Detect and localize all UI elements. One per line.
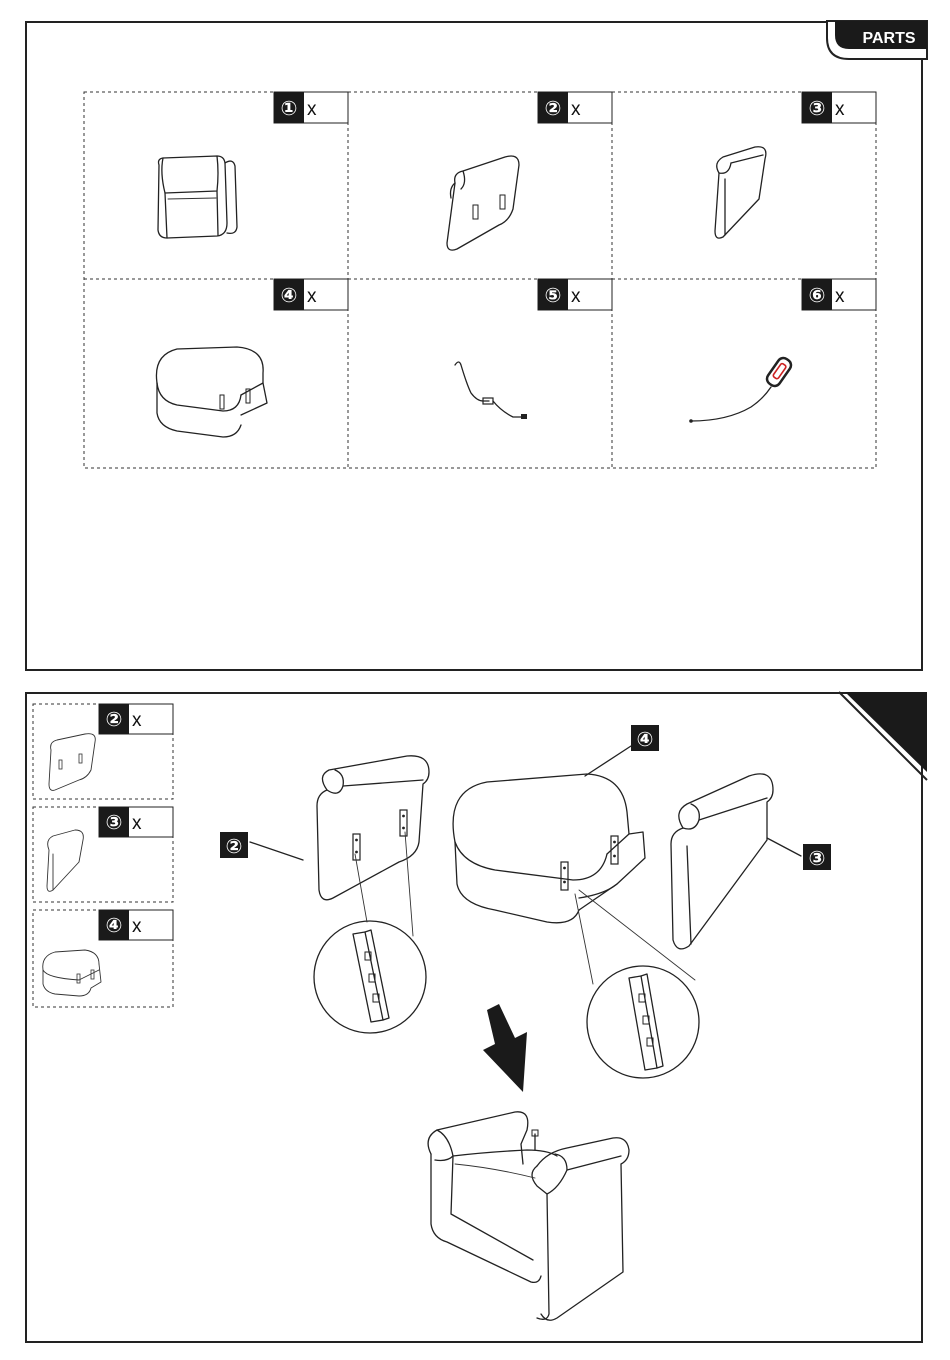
part-qty-6: x bbox=[835, 286, 845, 307]
callout-armrest: ③ bbox=[767, 838, 831, 870]
callout-backrest-number: ② bbox=[226, 836, 243, 858]
side-part-qty-2: x bbox=[132, 710, 142, 731]
parts-panel: PARTS ① x ② x ③ x bbox=[25, 21, 923, 671]
part-number-4: ④ bbox=[281, 285, 298, 307]
parts-grid bbox=[84, 92, 876, 468]
parts-drawing: PARTS ① x ② x ③ x bbox=[27, 23, 925, 673]
callout-armrest-number: ③ bbox=[809, 848, 826, 870]
side-part-number-4: ④ bbox=[106, 915, 123, 937]
assembled-chair-icon bbox=[428, 1112, 629, 1320]
part-label-6: ⑥ x bbox=[802, 279, 876, 310]
bracket-detail-right bbox=[575, 890, 699, 1078]
side-part-number-3: ③ bbox=[106, 812, 123, 834]
backrest-icon bbox=[447, 156, 519, 250]
part-label-1: ① x bbox=[274, 92, 348, 123]
part-qty-4: x bbox=[307, 286, 317, 307]
part-qty-2: x bbox=[571, 99, 581, 120]
assembly-step-panel: ② x ③ x ④ x bbox=[25, 692, 923, 1343]
side-part-number-2: ② bbox=[106, 709, 123, 731]
part-qty-3: x bbox=[835, 99, 845, 120]
side-part-qty-3: x bbox=[132, 813, 142, 834]
mini-backrest-icon bbox=[49, 734, 95, 791]
callout-backrest: ② bbox=[220, 832, 303, 860]
mini-seat-icon bbox=[43, 950, 101, 996]
chair-frame-icon bbox=[158, 156, 237, 238]
side-part-label-3: ③ x bbox=[99, 807, 173, 837]
part-label-3: ③ x bbox=[802, 92, 876, 123]
callout-seat: ④ bbox=[585, 725, 659, 776]
callout-seat-number: ④ bbox=[637, 729, 654, 751]
assembly-drawing: ② x ③ x ④ x bbox=[27, 694, 925, 1345]
part-label-4: ④ x bbox=[274, 279, 348, 310]
assembly-arrow-icon bbox=[483, 1004, 527, 1092]
bracket-detail-left bbox=[314, 832, 426, 1033]
part-label-5: ⑤ x bbox=[538, 279, 612, 310]
power-cable-icon bbox=[455, 362, 527, 419]
side-part-qty-4: x bbox=[132, 916, 142, 937]
side-part-label-2: ② x bbox=[99, 704, 173, 734]
part-number-2: ② bbox=[545, 98, 562, 120]
parts-header-tab: PARTS bbox=[827, 21, 927, 59]
part-qty-5: x bbox=[571, 286, 581, 307]
armrest-icon bbox=[715, 147, 766, 238]
side-parts-list bbox=[33, 704, 173, 1007]
armrest-large-icon bbox=[671, 774, 773, 949]
part-number-5: ⑤ bbox=[545, 285, 562, 307]
part-number-1: ① bbox=[281, 98, 298, 120]
part-number-3: ③ bbox=[809, 98, 826, 120]
corner-marker-icon bbox=[839, 692, 927, 780]
mini-armrest-icon bbox=[47, 830, 83, 891]
seat-cushion-icon bbox=[156, 347, 267, 437]
part-qty-1: x bbox=[307, 99, 317, 120]
part-number-6: ⑥ bbox=[809, 285, 826, 307]
side-part-label-4: ④ x bbox=[99, 910, 173, 940]
part-label-2: ② x bbox=[538, 92, 612, 123]
hand-remote-icon bbox=[689, 356, 793, 423]
seat-large-icon bbox=[453, 774, 645, 923]
parts-title: PARTS bbox=[862, 30, 915, 47]
backrest-large-icon bbox=[317, 756, 429, 900]
